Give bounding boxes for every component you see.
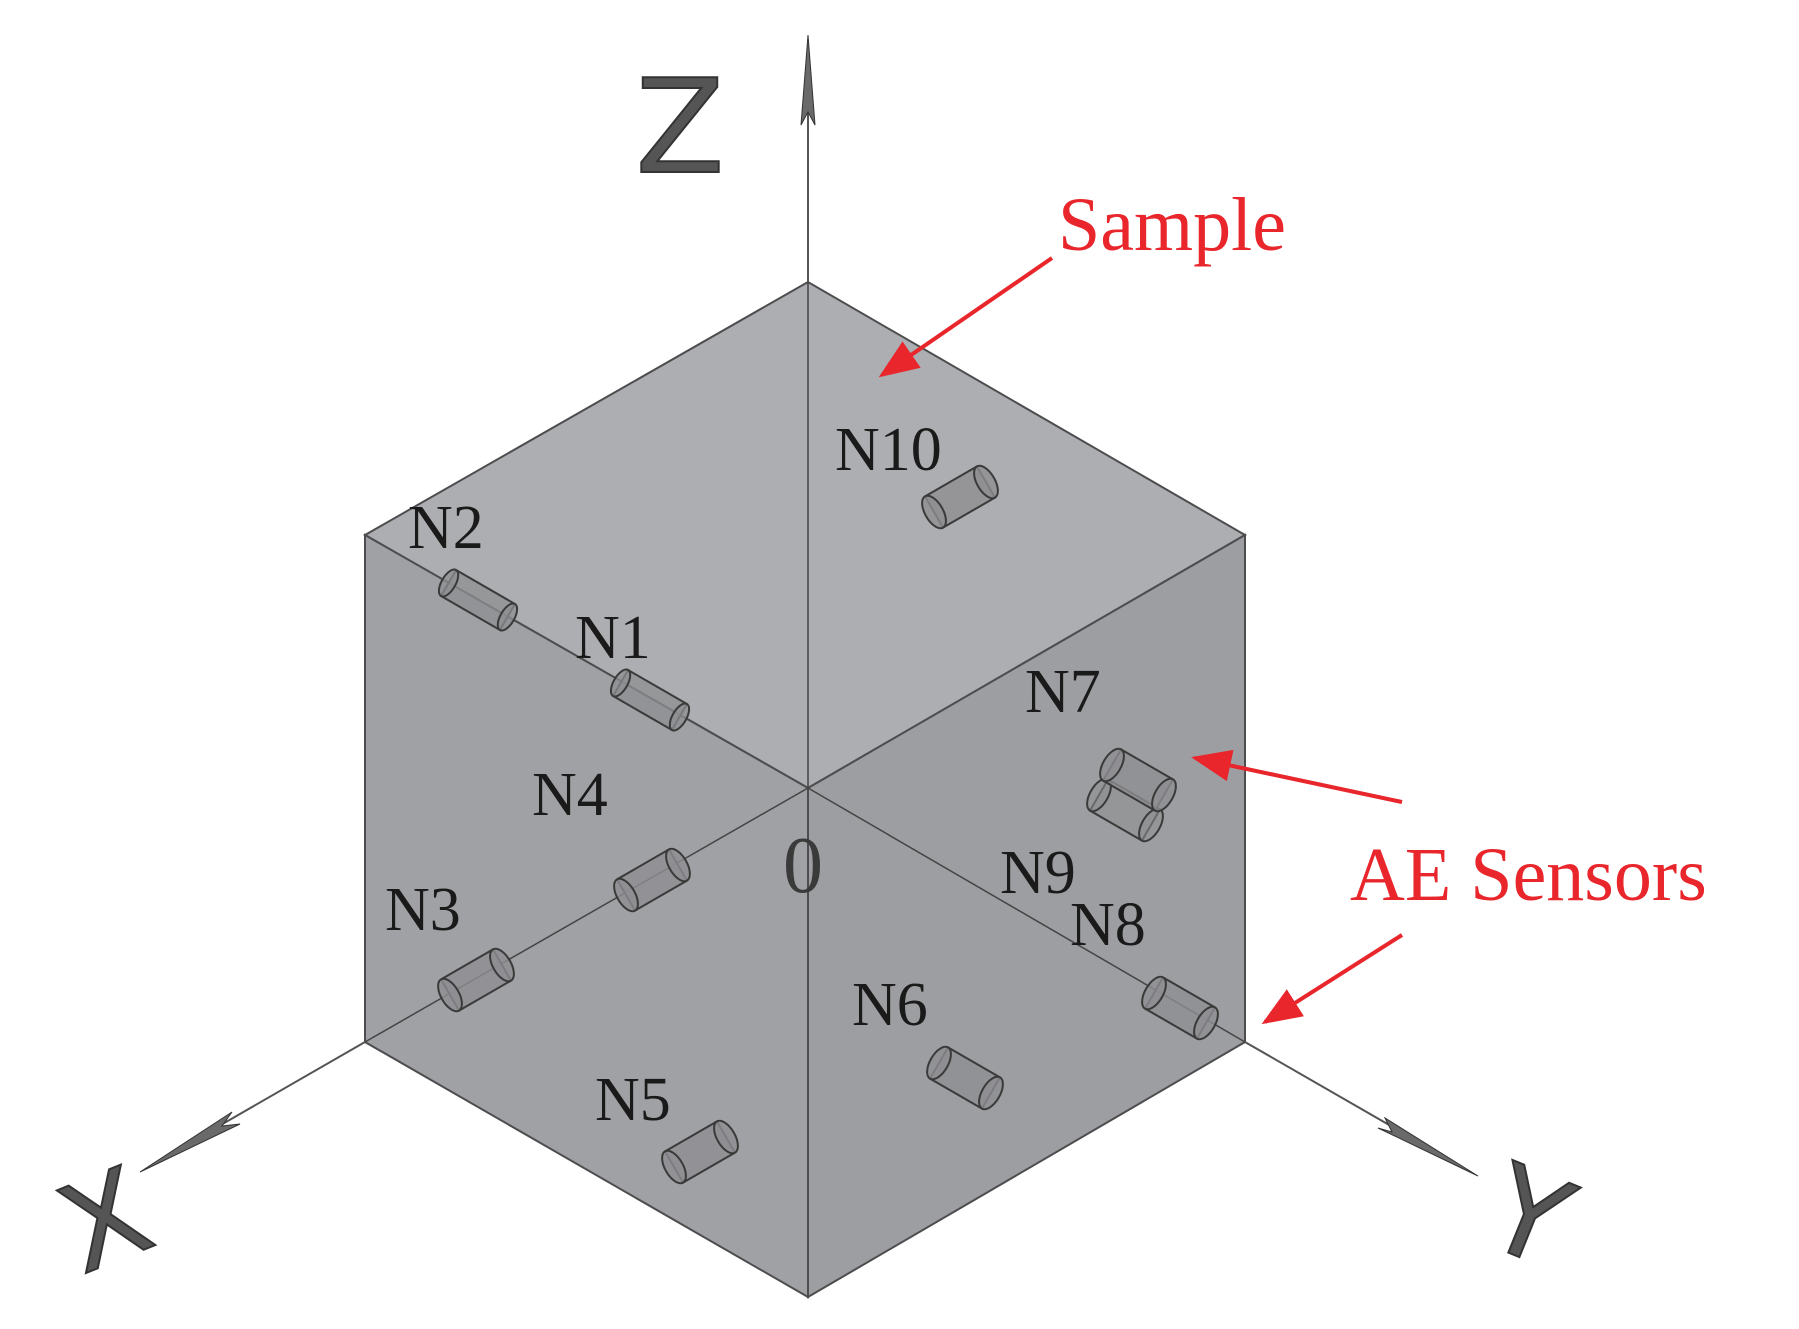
sensor-n1-cylinder (609, 668, 691, 732)
sensor-label-n8: N8 (1070, 891, 1146, 959)
ae-sensors-arrow-lower (1261, 933, 1404, 1025)
sensor-label-n9: N9 (1000, 839, 1076, 907)
hidden-edge-x (364, 787, 809, 1043)
sensor-n4-cylinder (613, 847, 691, 913)
sample-annotation: Sample (1058, 183, 1286, 267)
sensor-n8-cylinder (1141, 975, 1219, 1041)
ae-sensors-arrow-upper (1191, 749, 1403, 804)
sensor-n10-cylinder (921, 464, 999, 530)
sensor-label-n3: N3 (385, 876, 461, 944)
sensor-n6-cylinder (926, 1045, 1004, 1111)
y-axis-arrowhead (1377, 1116, 1479, 1177)
z-axis-label: Z (635, 51, 724, 203)
sensor-n2-cylinder (437, 568, 519, 632)
x-axis-arrowhead (139, 1111, 241, 1173)
sensor-n5-cylinder (661, 1119, 739, 1185)
sensor-label-n4: N4 (532, 761, 608, 829)
sensor-label-n2: N2 (408, 494, 484, 562)
sensor-label-n1: N1 (575, 604, 651, 672)
sensor-label-n5: N5 (595, 1066, 671, 1134)
sensor-label-n10: N10 (835, 416, 942, 484)
sample-arrow (878, 256, 1054, 378)
sensor-label-n7: N7 (1025, 658, 1101, 726)
z-axis-arrowhead (800, 34, 816, 126)
y-axis-label: Y (1468, 1139, 1590, 1296)
sensor-n7-cylinder (1099, 747, 1177, 813)
sensor-label-n6: N6 (852, 971, 928, 1039)
origin-label: 0 (783, 822, 823, 910)
ae-sensors-annotation: AE Sensors (1350, 833, 1707, 917)
sensor-n3-cylinder (437, 947, 515, 1013)
